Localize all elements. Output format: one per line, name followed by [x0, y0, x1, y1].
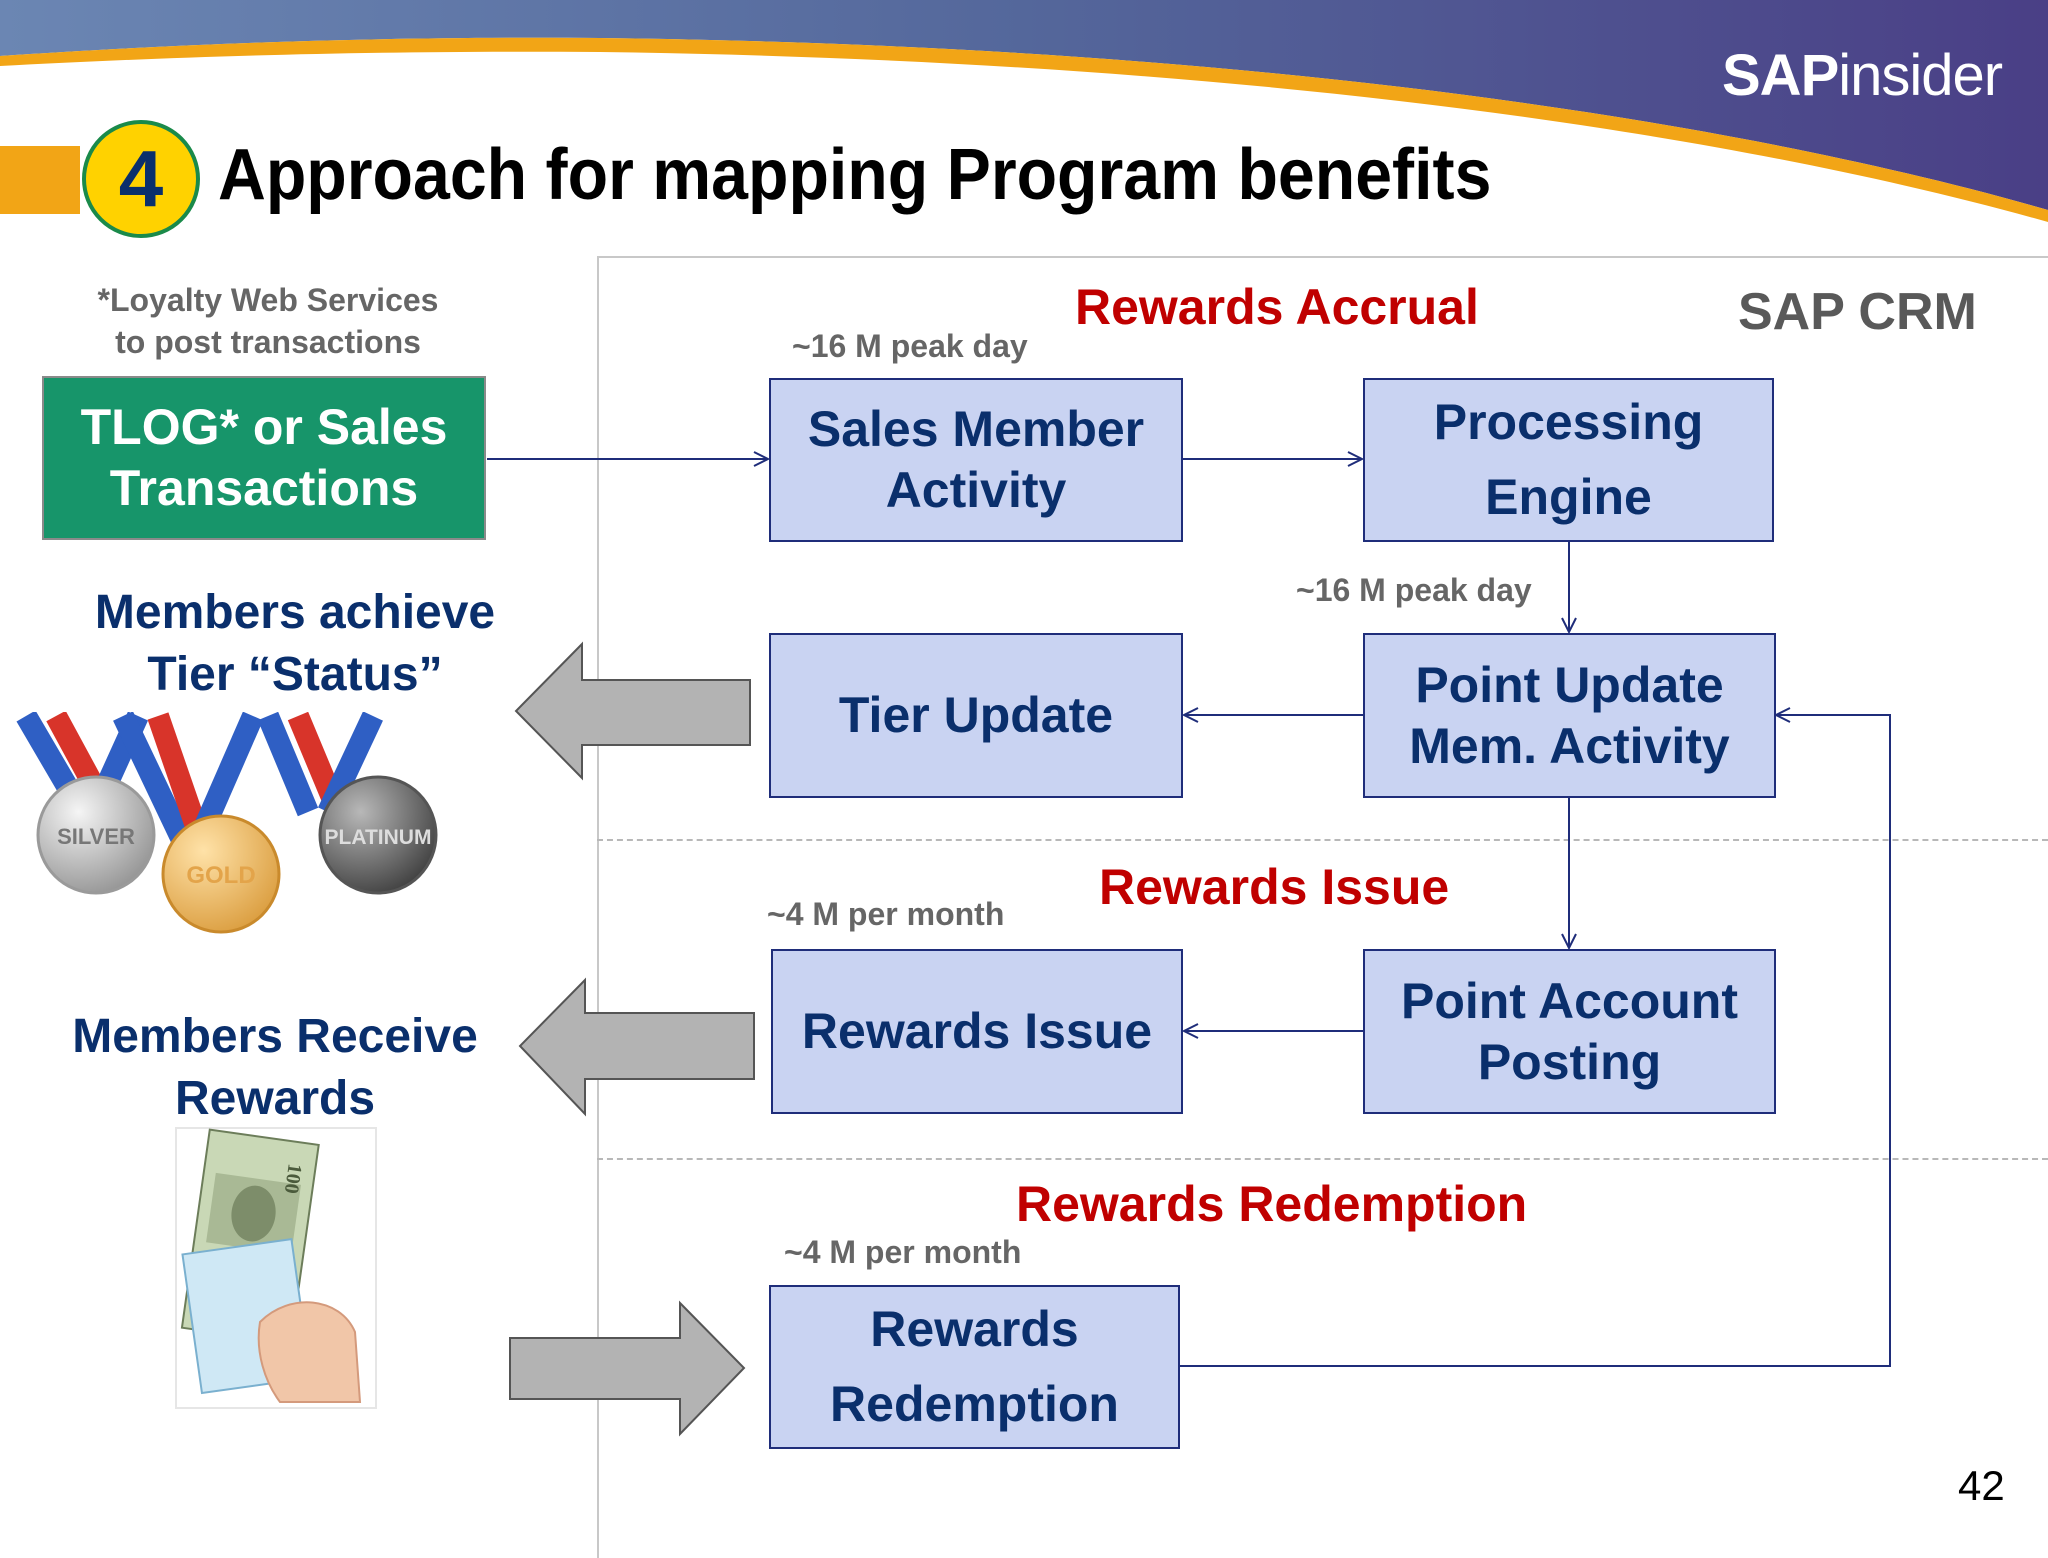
silver-medal-icon [36, 775, 156, 895]
title-accent-bar [0, 146, 80, 214]
loyalty-web-services-note: *Loyalty Web Services to post transactio… [97, 282, 439, 360]
sapinsider-logo: SAPinsider [1722, 43, 2003, 108]
gold-medal-icon [161, 814, 281, 934]
svg-text:PLATINUM: PLATINUM [325, 826, 432, 849]
section-title-redemption: Rewards Redemption [1016, 1176, 1528, 1232]
page-number: 42 [1958, 1462, 2005, 1509]
volume-note-processing: ~16 M peak day [1296, 572, 1532, 608]
volume-note-sales: ~16 M peak day [792, 328, 1028, 364]
rewards-money-image: 100 [175, 1127, 377, 1409]
rewards-left-arrow [518, 977, 755, 1117]
redemption-right-arrow [509, 1300, 746, 1437]
tier-status-left-arrow [514, 641, 751, 781]
section-divider-issue-redemption [597, 1158, 2048, 1160]
sap-crm-label: SAP CRM [1738, 283, 1977, 341]
volume-note-issue: ~4 M per month [767, 896, 1005, 932]
svg-text:GOLD: GOLD [186, 862, 255, 889]
platinum-medal-icon [318, 775, 438, 895]
hand-icon [257, 1301, 362, 1403]
redemption-feedback-connector [1180, 715, 1891, 1367]
tier-update-box: Tier Update [769, 633, 1183, 798]
header-band [0, 0, 2048, 222]
rewards-issue-box: Rewards Issue [771, 949, 1183, 1114]
members-achieve-tier-heading: Members achieve Tier “Status” [94, 586, 496, 702]
volume-note-redemption: ~4 M per month [784, 1234, 1022, 1270]
svg-text:SILVER: SILVER [57, 824, 135, 849]
section-title-issue: Rewards Issue [1099, 859, 1450, 915]
svg-text:100: 100 [280, 1162, 306, 1195]
members-receive-rewards-heading: Members Receive Rewards [72, 1010, 478, 1126]
slide-title: Approach for mapping Program benefits [218, 135, 1492, 215]
section-title-accrual: Rewards Accrual [1075, 279, 1479, 335]
sap-crm-region [597, 256, 2048, 1558]
section-divider-accrual-issue [597, 839, 2048, 841]
tier-medals-image: SILVER GOLD PLATINUM [16, 712, 438, 934]
section-number-badge: 4 [82, 120, 200, 238]
